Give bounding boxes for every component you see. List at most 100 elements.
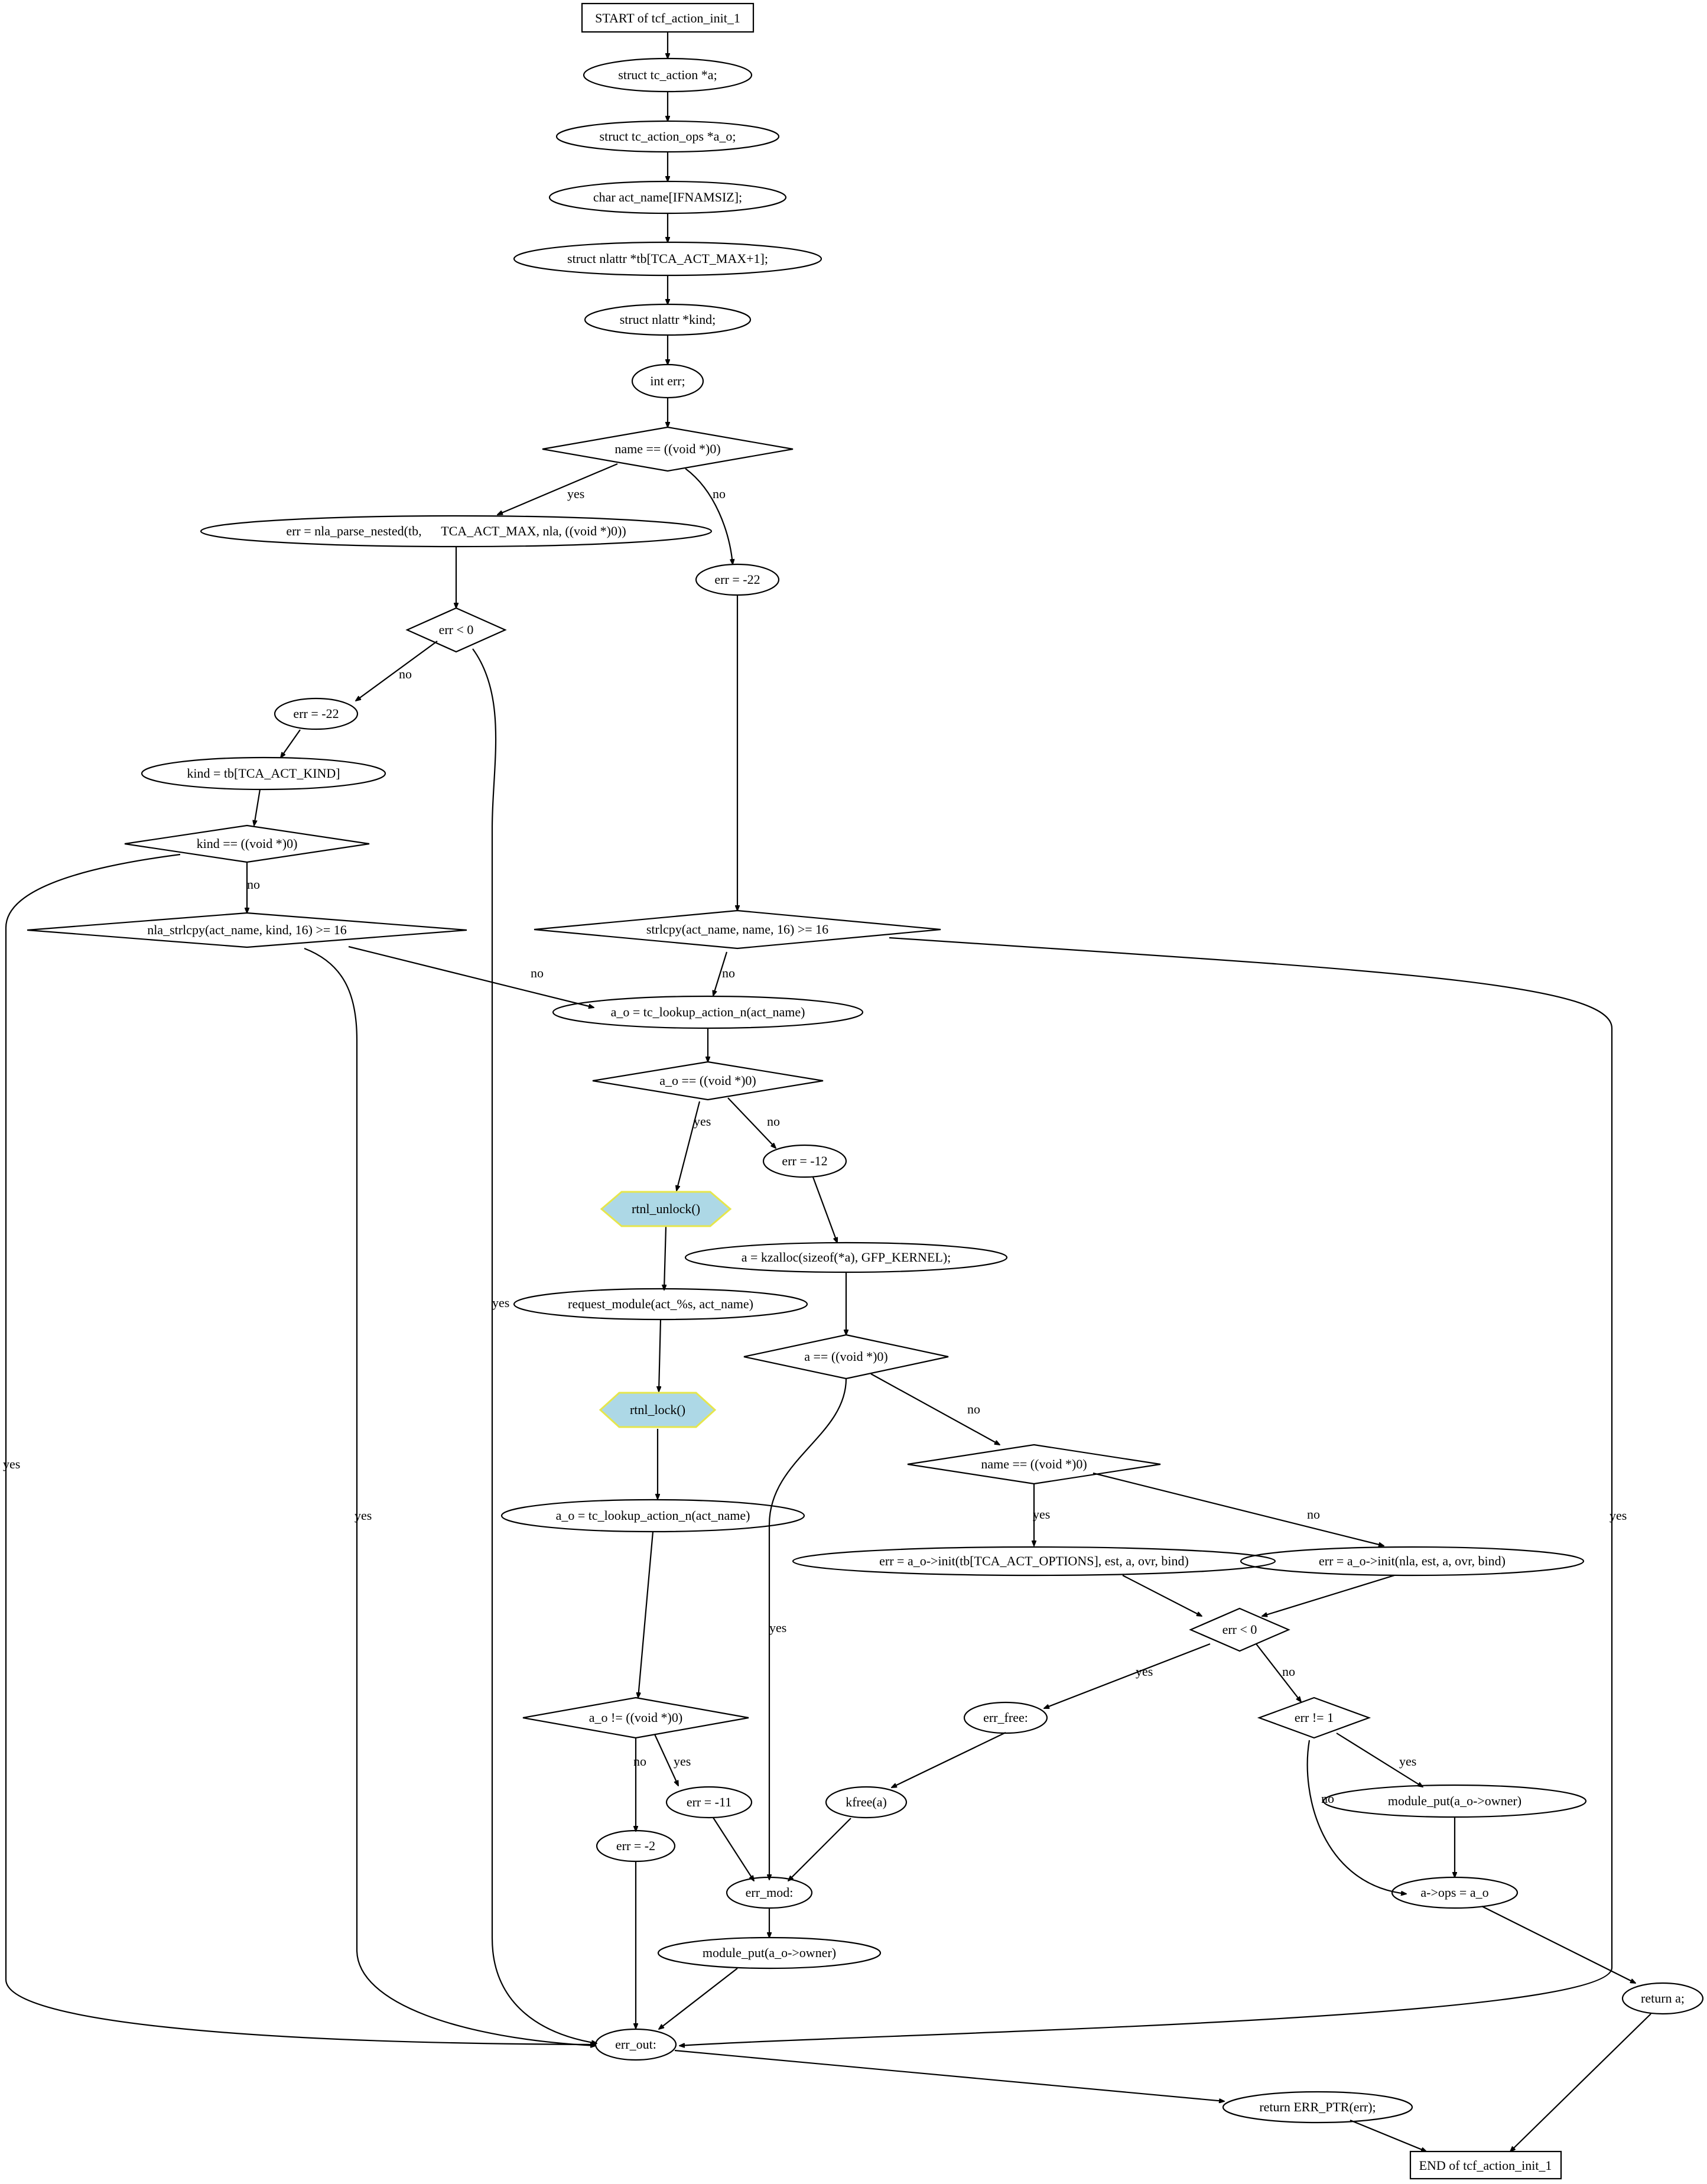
rtnl-lock-node: rtnl_lock()	[599, 1392, 717, 1428]
edge-err11-to-errmod	[713, 1817, 754, 1881]
err-22-left-node: err = -22	[274, 697, 359, 730]
edge-module-put-1-to-errout	[659, 1968, 738, 2029]
start-node: START of tcf_action_init_1	[581, 2, 755, 33]
if-ao-notnull-label: a_o != ((void *)0)	[589, 1710, 682, 1725]
edge-if-err-a-yes	[472, 648, 597, 2043]
edge-unlock-to-request	[664, 1226, 666, 1290]
err-out-label: err_out:	[615, 2037, 656, 2052]
err-12-label: err = -12	[782, 1153, 827, 1168]
lookup-1-node: a_o = tc_lookup_action_n(act_name)	[552, 995, 864, 1029]
label-if-err-b-yes: yes	[1136, 1664, 1153, 1679]
label-if-a-no: no	[967, 1402, 980, 1416]
if-name-null-2-node: name == ((void *)0)	[907, 1444, 1161, 1485]
label-nla-strlcpy-yes: yes	[355, 1508, 372, 1523]
module-put-1-label: module_put(a_o->owner)	[703, 1945, 836, 1960]
request-module-node: request_module(act_%s, act_name)	[513, 1288, 808, 1321]
if-err-lt0-a-node: err < 0	[405, 607, 507, 653]
init-nla-label: err = a_o->init(nla, est, a, ovr, bind)	[1319, 1554, 1506, 1568]
if-err-ne1-label: err != 1	[1295, 1710, 1334, 1725]
lookup-2-node: a_o = tc_lookup_action_n(act_name)	[500, 1499, 805, 1533]
label-if-ao-no: no	[767, 1114, 780, 1129]
module-put-2-node: module_put(a_o->owner)	[1322, 1784, 1587, 1818]
if-name-null-2-label: name == ((void *)0)	[981, 1457, 1087, 1471]
err-22-right-label: err = -22	[714, 572, 760, 587]
label-if-err-b-no: no	[1282, 1664, 1295, 1679]
if-kind-null-label: kind == ((void *)0)	[197, 836, 298, 851]
return-a-label: return a;	[1641, 1991, 1685, 2006]
edge-errout-to-return-err	[674, 2049, 1224, 2101]
edge-lookup2-to-if-ao-notnull	[638, 1531, 654, 1698]
ops-assign-label: a->ops = a_o	[1420, 1885, 1488, 1900]
err-2-label: err = -2	[616, 1838, 655, 1853]
label-strlcpy-yes: yes	[1610, 1508, 1627, 1523]
err-11-label: err = -11	[687, 1795, 731, 1809]
label-if-name2-yes: yes	[1033, 1507, 1050, 1522]
edges	[5, 32, 1651, 2153]
edge-if-ne1-no	[1306, 1740, 1406, 1894]
edge-return-err-to-end	[1350, 2119, 1426, 2153]
label-if-err-a-no: no	[399, 667, 412, 681]
label-if-name-yes: yes	[567, 486, 584, 501]
init-nla-node: err = a_o->init(nla, est, a, ovr, bind)	[1240, 1546, 1585, 1577]
if-ao-null-node: a_o == ((void *)0)	[592, 1061, 824, 1101]
edge-if-ao-yes	[677, 1101, 701, 1191]
err-mod-label: err_mod:	[746, 1885, 794, 1900]
edge-if-ao-no	[727, 1097, 776, 1148]
if-a-null-label: a == ((void *)0)	[804, 1349, 888, 1364]
if-name-null-label: name == ((void *)0)	[614, 441, 720, 456]
err-mod-node: err_mod:	[726, 1876, 813, 1909]
nodes: START of tcf_action_init_1 struct tc_act…	[27, 2, 1704, 2180]
if-a-null-node: a == ((void *)0)	[743, 1334, 949, 1380]
edge-if-kind-yes	[5, 853, 596, 2045]
edge-err-free-to-kfree	[892, 1732, 1006, 1788]
if-err-ne1-node: err != 1	[1257, 1696, 1371, 1739]
rtnl-lock-label: rtnl_lock()	[630, 1402, 685, 1417]
label-if-name2-no: no	[1307, 1507, 1320, 1522]
label-nla-strlcpy-no: no	[531, 966, 544, 980]
edge-if-err-b-no	[1256, 1643, 1301, 1702]
if-name-null-node: name == ((void *)0)	[542, 426, 794, 472]
if-strlcpy-node: strlcpy(act_name, name, 16) >= 16	[534, 909, 941, 950]
decl-a-node: struct tc_action *a;	[583, 57, 753, 93]
decl-kind-node: struct nlattr *kind;	[584, 303, 752, 336]
decl-ops-node: struct tc_action_ops *a_o;	[555, 120, 780, 153]
return-err-node: return ERR_PTR(err);	[1222, 2091, 1413, 2124]
edge-if-ao-notnull-yes	[654, 1734, 679, 1786]
edge-if-err-b-yes	[1044, 1643, 1211, 1710]
parse-nested-label: err = nla_parse_nested(tb, TCA_ACT_MAX, …	[286, 524, 626, 538]
edge-nla-strlcpy-no	[348, 945, 594, 1008]
label-if-ao-notnull-no: no	[633, 1754, 646, 1769]
if-err-lt0-b-label: err < 0	[1222, 1622, 1257, 1637]
label-if-ne1-yes: yes	[1399, 1754, 1416, 1769]
lookup-2-label: a_o = tc_lookup_action_n(act_name)	[556, 1508, 750, 1523]
decl-name-node: char act_name[IFNAMSIZ];	[548, 180, 787, 214]
if-ao-notnull-node: a_o != ((void *)0)	[522, 1696, 749, 1739]
return-err-label: return ERR_PTR(err);	[1259, 2100, 1376, 2114]
start-label: START of tcf_action_init_1	[595, 11, 740, 25]
kzalloc-label: a = kzalloc(sizeof(*a), GFP_KERNEL);	[742, 1250, 951, 1265]
label-if-err-a-yes: yes	[492, 1295, 509, 1310]
decl-a-label: struct tc_action *a;	[618, 67, 717, 82]
edge-if-name2-no	[1093, 1472, 1384, 1546]
kind-assign-node: kind = tb[TCA_ACT_KIND]	[141, 756, 386, 791]
end-label: END of tcf_action_init_1	[1419, 2158, 1552, 2173]
edge-init-nla-to-if-err	[1262, 1574, 1395, 1616]
if-ao-null-label: a_o == ((void *)0)	[659, 1073, 756, 1088]
err-free-label: err_free:	[983, 1710, 1028, 1725]
edge-strlcpy-no	[713, 951, 728, 996]
rtnl-unlock-label: rtnl_unlock()	[632, 1201, 700, 1216]
decl-err-node: int err;	[631, 363, 704, 399]
decl-ops-label: struct tc_action_ops *a_o;	[600, 129, 736, 144]
label-if-ao-notnull-yes: yes	[674, 1754, 691, 1769]
label-if-name-no: no	[713, 486, 726, 501]
edge-if-name-yes	[498, 463, 618, 516]
edge-if-err-a-no	[356, 641, 438, 701]
kfree-label: kfree(a)	[846, 1795, 887, 1809]
label-if-ao-yes: yes	[694, 1114, 711, 1129]
edge-ops-to-return-a	[1481, 1906, 1636, 1983]
label-if-kind-yes: yes	[3, 1457, 20, 1471]
label-if-a-yes: yes	[769, 1620, 786, 1635]
edge-if-ne1-yes	[1336, 1733, 1423, 1787]
edge-strlcpy-yes	[679, 937, 1613, 2046]
if-kind-null-node: kind == ((void *)0)	[124, 824, 370, 863]
